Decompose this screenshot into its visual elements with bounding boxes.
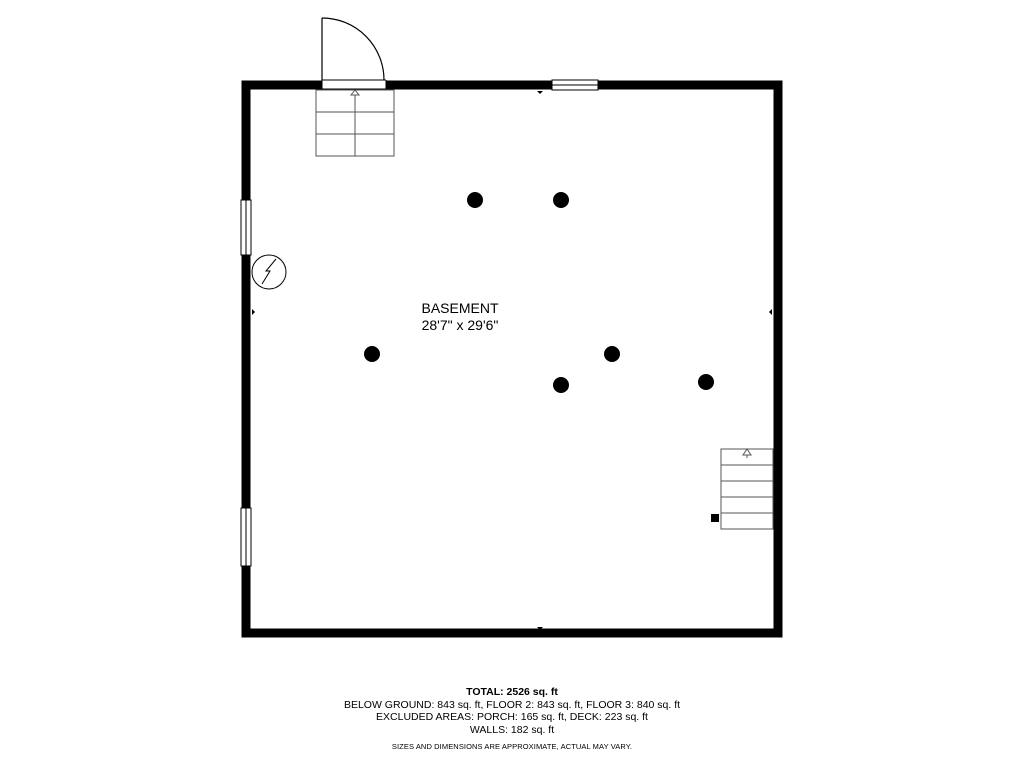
- floor-drain-icon: [711, 514, 719, 522]
- room-dimensions: 28'7" x 29'6": [421, 317, 499, 333]
- support-column: [698, 374, 714, 390]
- wall-marker-right: [769, 309, 772, 315]
- total-area: TOTAL: 2526 sq. ft: [466, 686, 558, 698]
- support-column: [553, 377, 569, 393]
- stairs-up-arrow-icon: [742, 448, 752, 458]
- disclaimer: SIZES AND DIMENSIONS ARE APPROXIMATE, AC…: [391, 742, 633, 751]
- room-label: BASEMENT 28'7" x 29'6": [360, 300, 560, 334]
- support-column: [467, 192, 483, 208]
- stairs-up-arrow-icon: [349, 89, 361, 100]
- wall-marker-left: [252, 309, 255, 315]
- interior-stairs[interactable]: [720, 448, 774, 530]
- wall-marker-bottom: [537, 627, 543, 630]
- excluded-areas: EXCLUDED AREAS: PORCH: 165 sq. ft, DECK:…: [376, 711, 648, 723]
- support-column: [553, 192, 569, 208]
- support-column: [364, 346, 380, 362]
- exterior-walls: [241, 80, 783, 638]
- room-name: BASEMENT: [421, 300, 499, 316]
- electrical-panel-icon: [251, 254, 287, 290]
- wall-marker-top: [537, 91, 543, 94]
- walls-area: WALLS: 182 sq. ft: [469, 723, 555, 736]
- area-summary: TOTAL: 2526 sq. ft BELOW GROUND: 843 sq.…: [212, 686, 812, 736]
- door-opening: [322, 79, 386, 90]
- door-swing-arc: [321, 17, 385, 81]
- support-column: [604, 346, 620, 362]
- floor-areas: BELOW GROUND: 843 sq. ft, FLOOR 2: 843 s…: [343, 698, 681, 711]
